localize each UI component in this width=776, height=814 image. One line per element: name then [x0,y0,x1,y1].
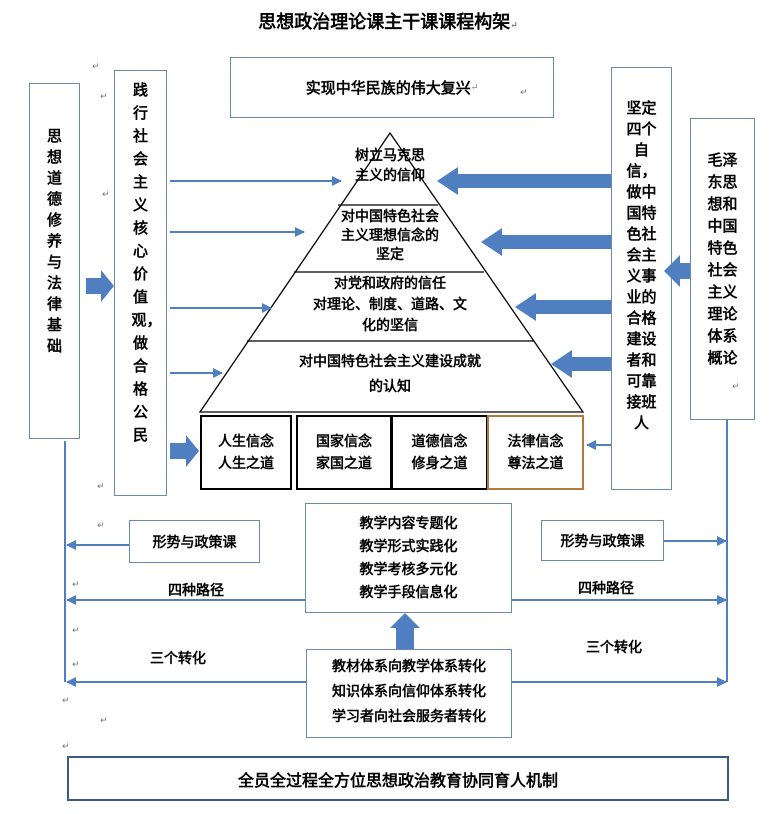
three-transforms-label-left: 三个转化 [150,651,206,667]
transform-item-3: 学习者向社会服务者转化 [332,709,486,725]
transforms-box: 教材体系向教学体系转化 知识体系向信仰体系转化 学习者向社会服务者转化 [306,649,512,738]
left-values-box: 践行社会主义核心价值观，做合格公民 [114,70,167,496]
pyramid-level-2: 对中国特色社会 主义理想信念的 坚定 [310,208,470,265]
pyramid-level-2-line-3: 坚定 [376,247,404,263]
top-goal-box: 实现中华民族的伟大复兴 ↵ [230,57,554,118]
para-mark: ↵ [102,190,110,200]
page-title: 思想政治理论课主干课课程构架↵ [258,12,518,33]
right-course-box: 毛泽东思想和中国特色社会主义理论体系概论 [690,118,755,420]
block-arrow-right-4 [551,350,611,378]
para-mark: ↵ [62,742,70,752]
para-mark: ↵ [100,716,108,726]
policy-right-box: 形势与政策课 [541,520,664,561]
left-values-text: 践行社会主义核心价值观，做合格公民 [131,81,162,444]
block-arrow-right-2 [481,228,611,256]
para-mark: ↵ [100,92,108,102]
pyramid-level-4-line-2: 的认知 [369,379,411,395]
bottom-mechanism-text: 全员全过程全方位思想政治教育协同育人机制 [237,770,558,790]
para-mark: ↵ [72,660,80,670]
right-course-text: 毛泽东思想和中国特色社会主义理论体系概论 [707,151,738,367]
pyramid-level-4: 对中国特色社会主义建设成就 的认知 [250,350,530,400]
belief-nation-box: 国家信念家国之道 [296,415,392,490]
four-paths-label-right: 四种路径 [578,581,634,597]
block-arrow-right-3 [515,293,611,321]
three-transforms-label-right: 三个转化 [586,640,642,656]
para-mark: ↵ [72,580,80,590]
block-arrow-left-course [86,270,114,302]
para-mark: ↵ [92,62,100,72]
teaching-reform-box: 教学内容专题化 教学形式实践化 教学考核多元化 教学手段信息化 [305,503,512,613]
top-goal-text: 实现中华民族的伟大复兴 [305,79,471,97]
transform-item-1: 教材体系向教学体系转化 [332,659,486,675]
reform-item-2: 教学形式实践化 [359,539,458,555]
right-goal-text: 坚定四个自信，做中国特色社会主义事业的合格建设者和可靠接班人 [626,99,657,432]
pyramid-level-3-line-3: 化的坚信 [362,318,418,334]
block-arrow-right-1 [437,167,611,195]
reform-item-3: 教学考核多元化 [359,562,458,578]
belief-life-box: 人生信念人生之道 [200,415,292,490]
right-goal-box: 坚定四个自信，做中国特色社会主义事业的合格建设者和可靠接班人 [611,67,672,490]
para-mark: ↵ [97,521,105,531]
pyramid-level-1-line-2: 主义的信仰 [355,168,425,184]
transform-item-2: 知识体系向信仰体系转化 [332,684,486,700]
pyramid-level-2-line-1: 对中国特色社会 [341,209,439,225]
four-paths-label-left: 四种路径 [168,583,224,599]
pyramid-level-4-line-1: 对中国特色社会主义建设成就 [299,354,481,370]
pyramid-level-1-line-1: 树立马克思 [355,148,425,164]
pyramid-level-3-line-1: 对党和政府的信任 [334,276,446,292]
para-mark: ↵ [520,88,528,98]
para-mark: ↵ [72,626,80,636]
block-arrow-right-course [664,255,690,287]
reform-item-1: 教学内容专题化 [359,516,458,532]
reform-item-4: 教学手段信息化 [359,585,458,601]
bottom-mechanism-box: 全员全过程全方位思想政治教育协同育人机制 [67,756,729,801]
left-course-box: 思想道德修养与法律基础 [29,83,80,439]
para-mark: ↵ [97,482,105,492]
para-mark: ↵ [732,382,740,392]
block-arrow-up [390,613,420,649]
policy-left-box: 形势与政策课 [129,520,260,563]
pyramid-level-3-line-2: 对理论、制度、道路、文 [313,297,467,313]
belief-law-box: 法律信念尊法之道 [487,415,584,490]
para-mark: ↵ [62,696,70,706]
belief-morality-box: 道德信念修身之道 [391,415,488,490]
block-arrow-beliefs [170,435,199,467]
pyramid-level-1: 树立马克思 主义的信仰 [330,146,450,186]
pyramid-level-2-line-2: 主义理想信念的 [341,228,439,244]
pyramid-level-3: 对党和政府的信任 对理论、制度、道路、文 化的坚信 [270,274,510,337]
left-course-text: 思想道德修养与法律基础 [46,127,62,355]
